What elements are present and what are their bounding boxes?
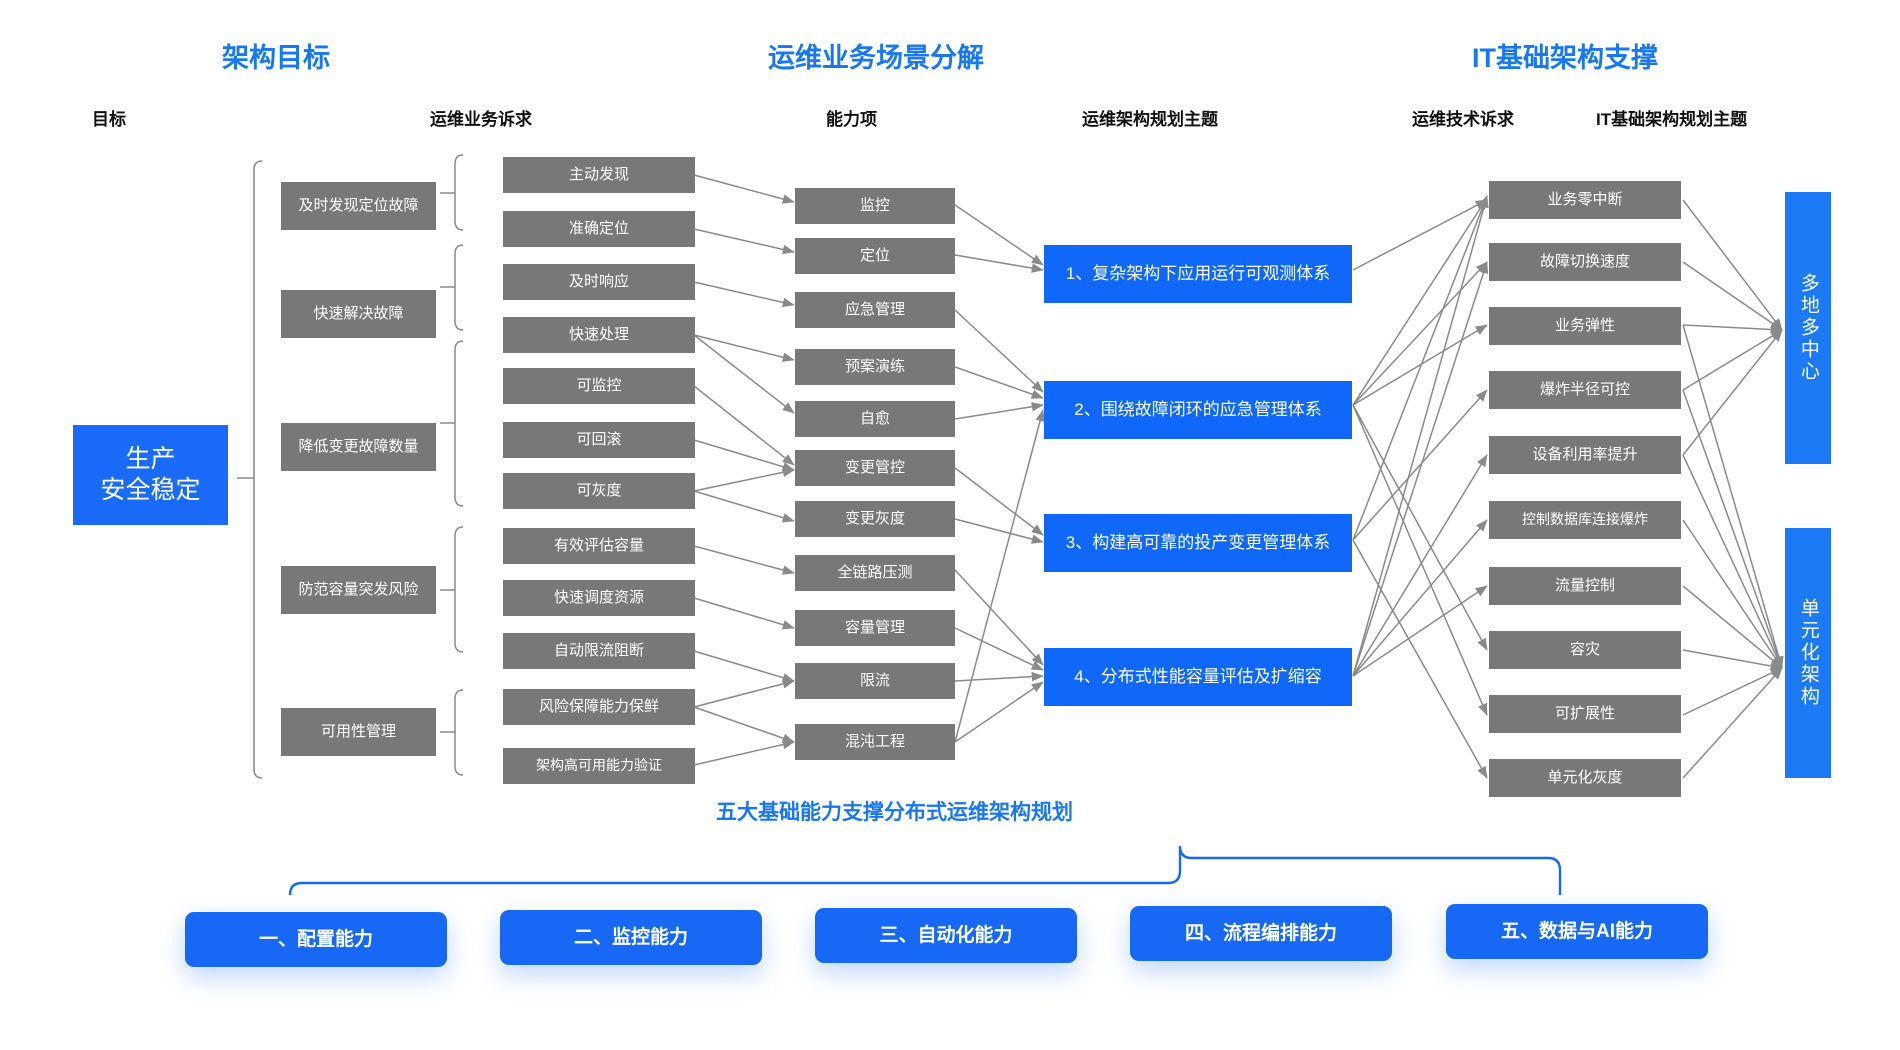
bottom-capability-box-1[interactable]: 二、监控能力: [500, 910, 762, 965]
sub-demand-box-3[interactable]: 快速处理: [503, 317, 695, 353]
column-header-goal: 目标: [92, 110, 126, 129]
capability-box-0[interactable]: 监控: [795, 188, 955, 224]
tech-demand-box-7[interactable]: 容灾: [1489, 631, 1681, 669]
sub-demand-box-4[interactable]: 可监控: [503, 368, 695, 404]
section-title-ops-scenario: 运维业务场景分解: [768, 43, 984, 73]
tech-demand-box-8[interactable]: 可扩展性: [1489, 695, 1681, 733]
business-demand-box-0[interactable]: 及时发现定位故障: [281, 182, 436, 230]
section-title-it-infra: IT基础架构支撑: [1472, 43, 1658, 73]
capability-box-9[interactable]: 限流: [795, 663, 955, 699]
goal-line-2: 安全稳定: [100, 476, 201, 504]
sub-demand-box-8[interactable]: 快速调度资源: [503, 580, 695, 616]
column-header-tech-demand: 运维技术诉求: [1412, 110, 1514, 129]
column-header-business-demand: 运维业务诉求: [430, 110, 532, 129]
arch-theme-box-0[interactable]: 1、复杂架构下应用运行可观测体系: [1044, 245, 1352, 303]
column-header-capability: 能力项: [826, 110, 877, 129]
sub-demand-box-1[interactable]: 准确定位: [503, 211, 695, 247]
business-demand-box-3[interactable]: 防范容量突发风险: [281, 566, 436, 614]
capability-box-6[interactable]: 变更灰度: [795, 501, 955, 537]
column-header-it-theme: IT基础架构规划主题: [1596, 110, 1748, 129]
business-demand-box-2[interactable]: 降低变更故障数量: [281, 423, 436, 471]
capability-box-2[interactable]: 应急管理: [795, 292, 955, 328]
capability-box-10[interactable]: 混沌工程: [795, 724, 955, 760]
bottom-capability-box-4[interactable]: 五、数据与AI能力: [1446, 904, 1708, 959]
capability-box-4[interactable]: 自愈: [795, 401, 955, 437]
section-title-architecture-goal: 架构目标: [222, 43, 330, 73]
goal-line-1: 生产: [125, 444, 176, 473]
bottom-section-title: 五大基础能力支撑分布式运维架构规划: [716, 801, 1073, 824]
sub-demand-box-10[interactable]: 风险保障能力保鲜: [503, 689, 695, 725]
goal-box[interactable]: 生产 安全稳定: [73, 425, 228, 525]
tech-demand-box-4[interactable]: 设备利用率提升: [1489, 436, 1681, 474]
tech-demand-box-1[interactable]: 故障切换速度: [1489, 243, 1681, 281]
it-theme-box-0[interactable]: 多地多中心: [1785, 192, 1831, 464]
it-theme-box-1[interactable]: 单元化架构: [1785, 528, 1831, 778]
sub-demand-box-7[interactable]: 有效评估容量: [503, 528, 695, 564]
capability-box-1[interactable]: 定位: [795, 238, 955, 274]
bottom-capability-box-2[interactable]: 三、自动化能力: [815, 908, 1077, 963]
tech-demand-box-6[interactable]: 流量控制: [1489, 567, 1681, 605]
arch-theme-box-3[interactable]: 4、分布式性能容量评估及扩缩容: [1044, 648, 1352, 706]
business-demand-box-4[interactable]: 可用性管理: [281, 708, 436, 756]
sub-demand-box-6[interactable]: 可灰度: [503, 473, 695, 509]
sub-demand-box-9[interactable]: 自动限流阻断: [503, 633, 695, 669]
tech-demand-box-9[interactable]: 单元化灰度: [1489, 759, 1681, 797]
sub-demand-box-11[interactable]: 架构高可用能力验证: [503, 748, 695, 784]
bottom-capability-box-3[interactable]: 四、流程编排能力: [1130, 906, 1392, 961]
business-demand-box-1[interactable]: 快速解决故障: [281, 290, 436, 338]
capability-box-3[interactable]: 预案演练: [795, 349, 955, 385]
arch-theme-box-1[interactable]: 2、围绕故障闭环的应急管理体系: [1044, 381, 1352, 439]
sub-demand-box-2[interactable]: 及时响应: [503, 264, 695, 300]
capability-box-5[interactable]: 变更管控: [795, 450, 955, 486]
tech-demand-box-5[interactable]: 控制数据库连接爆炸: [1489, 501, 1681, 539]
tech-demand-box-0[interactable]: 业务零中断: [1489, 181, 1681, 219]
capability-box-8[interactable]: 容量管理: [795, 610, 955, 646]
arch-theme-box-2[interactable]: 3、构建高可靠的投产变更管理体系: [1044, 514, 1352, 572]
bottom-capability-box-0[interactable]: 一、配置能力: [185, 912, 447, 967]
sub-demand-box-0[interactable]: 主动发现: [503, 157, 695, 193]
column-header-arch-theme: 运维架构规划主题: [1082, 110, 1218, 129]
tech-demand-box-3[interactable]: 爆炸半径可控: [1489, 371, 1681, 409]
sub-demand-box-5[interactable]: 可回滚: [503, 422, 695, 458]
capability-box-7[interactable]: 全链路压测: [795, 555, 955, 591]
tech-demand-box-2[interactable]: 业务弹性: [1489, 307, 1681, 345]
